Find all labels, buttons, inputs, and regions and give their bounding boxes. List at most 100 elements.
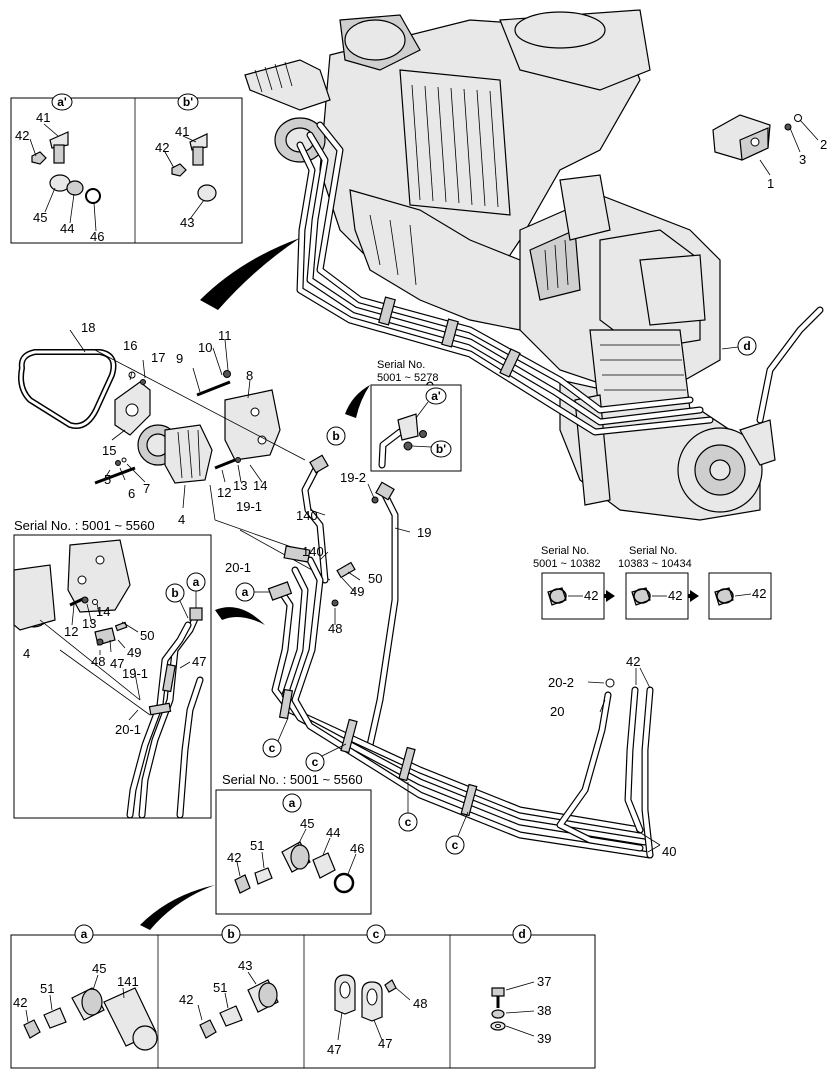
detail-serial-5560-left: Serial No. : 5001 ~ 5560 <box>13 518 212 819</box>
detail-box-a-prime-b-prime <box>10 97 243 244</box>
callout-b-left: b <box>171 586 178 600</box>
label-p11: 11 <box>218 328 232 343</box>
label-p42-v3: 42 <box>752 586 766 601</box>
label-p140: 140 <box>296 508 318 523</box>
bottom-d-header: d <box>518 927 525 941</box>
label-p16: 16 <box>123 338 137 353</box>
label-p42-v1: 42 <box>584 588 598 603</box>
label-p14b: 14 <box>96 604 110 619</box>
bottom-a-label-51: 51 <box>40 981 54 996</box>
detail-a-serial-label-46: 46 <box>350 841 364 856</box>
label-p9: 9 <box>176 351 183 366</box>
label-p50b: 50 <box>140 628 154 643</box>
callout-a-main: a <box>242 585 249 599</box>
pointer-arrow-bottom <box>140 885 215 930</box>
label-p7: 7 <box>143 481 150 496</box>
bottom-c-label-47b: 47 <box>378 1036 392 1051</box>
detail-a-serial-label-51: 51 <box>250 838 264 853</box>
label-p20: 20 <box>550 704 564 719</box>
label-p14: 14 <box>253 478 267 493</box>
label-41b: 41 <box>175 124 189 139</box>
label-p47: 47 <box>110 656 124 671</box>
bottom-c-label-47a: 47 <box>327 1042 341 1057</box>
label-p19-2: 19-2 <box>340 470 366 485</box>
label-p18: 18 <box>81 320 95 335</box>
part-1-box <box>712 114 819 176</box>
parts-1-3-labels: 1 2 3 <box>767 137 827 191</box>
label-p6: 6 <box>128 486 135 501</box>
label-p49b: 49 <box>127 645 141 660</box>
clamp-serial-variants: Serial No. 5001 ~ 10382 Serial No. 10383… <box>533 545 772 620</box>
callout-c-3: c <box>405 815 412 829</box>
label-42: 42 <box>15 128 29 143</box>
detail-a-serial-header: a <box>289 796 296 810</box>
serial-5560-a-text: Serial No. : 5001 ~ 5560 <box>222 772 363 787</box>
bottom-d-label-39: 39 <box>537 1031 551 1046</box>
main-hose-labels: 140 140 19-2 19 50 49 48 20-2 20 42 40 <box>296 470 676 859</box>
bottom-d-label-37: 37 <box>537 974 551 989</box>
serial-5560-left-text: Serial No. : 5001 ~ 5560 <box>14 518 155 533</box>
callout-circles: b a c c c c d <box>235 336 757 855</box>
callout-b-prime-serial: b' <box>436 442 446 456</box>
b-prime-header: b' <box>183 95 193 109</box>
detail-a-serial-label-42: 42 <box>227 850 241 865</box>
label-p1: 1 <box>767 176 774 191</box>
label-p19-1b: 19-1 <box>122 666 148 681</box>
label-p4: 4 <box>178 512 185 527</box>
compressor-group <box>18 329 331 581</box>
label-p19: 19 <box>417 525 431 540</box>
a-prime-header: a' <box>57 95 67 109</box>
detail-a-serial-label-44: 44 <box>326 825 340 840</box>
label-p20-1: 20-1 <box>225 560 251 575</box>
detail-a-serial-label-45: 45 <box>300 816 314 831</box>
label-p42-top: 42 <box>626 654 640 669</box>
main-hoses <box>267 454 661 859</box>
label-p50: 50 <box>368 571 382 586</box>
detail-serial-5560-a: Serial No. : 5001 ~ 5560 a 45 44 51 42 4… <box>215 772 372 915</box>
callout-c-4: c <box>452 838 459 852</box>
label-p17: 17 <box>151 350 165 365</box>
serial-5278-line1: Serial No. <box>377 359 425 371</box>
label-p8: 8 <box>246 368 253 383</box>
label-46: 46 <box>90 229 104 244</box>
serial-10434-line1: Serial No. <box>629 545 677 557</box>
serial-10382-line1: Serial No. <box>541 545 589 557</box>
label-p12: 12 <box>217 485 231 500</box>
label-p4b: 4 <box>23 646 30 661</box>
label-p20-2: 20-2 <box>548 675 574 690</box>
serial-5278-line2: 5001 ~ 5278 <box>377 372 438 384</box>
compressor-labels: 18 16 17 9 10 11 8 15 5 6 7 4 12 13 14 1… <box>81 320 267 575</box>
pointer-arrow-serial <box>345 385 370 418</box>
callout-a-left: a <box>193 575 200 589</box>
bottom-a-label-45: 45 <box>92 961 106 976</box>
detail-b-prime-labels: b' 41 42 43 <box>155 93 199 230</box>
label-p2: 2 <box>820 137 827 152</box>
label-p42-v2: 42 <box>668 588 682 603</box>
bottom-b-label-42: 42 <box>179 992 193 1007</box>
label-p10: 10 <box>198 340 212 355</box>
bottom-a-header: a <box>81 927 88 941</box>
callout-c-2: c <box>312 755 319 769</box>
serial-10434-line2: 10383 ~ 10434 <box>618 558 692 570</box>
callout-a-prime-serial: a' <box>431 389 441 403</box>
serial-5560-left-labels: 12 13 14 50 49 48 47 47 4 19-1 20-1 <box>23 604 206 737</box>
label-41: 41 <box>36 110 50 125</box>
serial-10382-line2: 5001 ~ 10382 <box>533 558 601 570</box>
callout-b-main: b <box>332 429 339 443</box>
engine-assembly <box>244 9 824 521</box>
label-43: 43 <box>180 215 194 230</box>
label-p40: 40 <box>662 844 676 859</box>
label-45: 45 <box>33 210 47 225</box>
label-p13: 13 <box>233 478 247 493</box>
bottom-b-header: b <box>227 927 234 941</box>
label-p15: 15 <box>102 443 116 458</box>
label-p5: 5 <box>104 472 111 487</box>
label-p19-1: 19-1 <box>236 499 262 514</box>
label-p20-1b: 20-1 <box>115 722 141 737</box>
bottom-detail-strip: a 45 141 51 42 b 43 51 42 <box>10 924 596 1069</box>
label-44: 44 <box>60 221 74 236</box>
bottom-c-label-48: 48 <box>413 996 427 1011</box>
bottom-d-label-38: 38 <box>537 1003 551 1018</box>
label-p48b: 48 <box>91 654 105 669</box>
